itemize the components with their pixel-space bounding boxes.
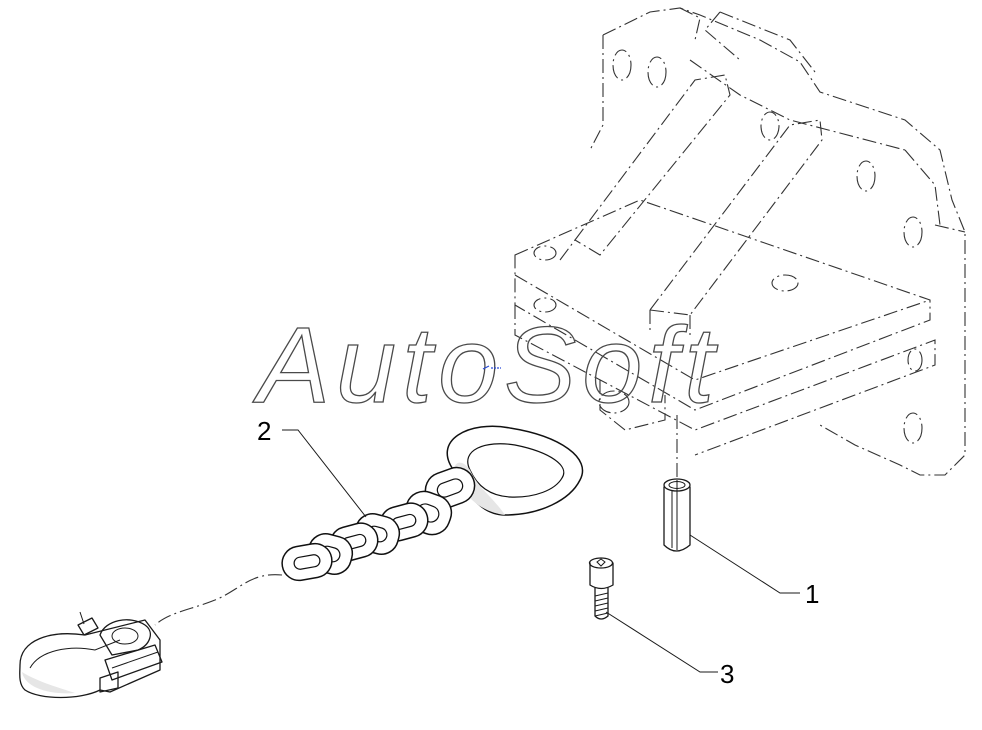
watermark-text: AutoSoft: [252, 304, 720, 425]
chain-part: [19, 425, 584, 699]
center-marker: [482, 365, 501, 370]
callout-label-2: 2: [257, 416, 271, 446]
roll-pin-part: [663, 478, 691, 552]
tow-bracket-phantom: [514, 7, 966, 478]
callout-1: 1: [689, 534, 819, 609]
callout-3: 3: [605, 611, 734, 689]
cap-screw-part: [588, 557, 614, 620]
callout-2: 2: [257, 416, 367, 518]
callout-label-3: 3: [720, 659, 734, 689]
chain-links: [281, 466, 476, 582]
master-link: [446, 425, 584, 516]
hook-assembly: [19, 611, 163, 699]
callout-label-1: 1: [805, 579, 819, 609]
